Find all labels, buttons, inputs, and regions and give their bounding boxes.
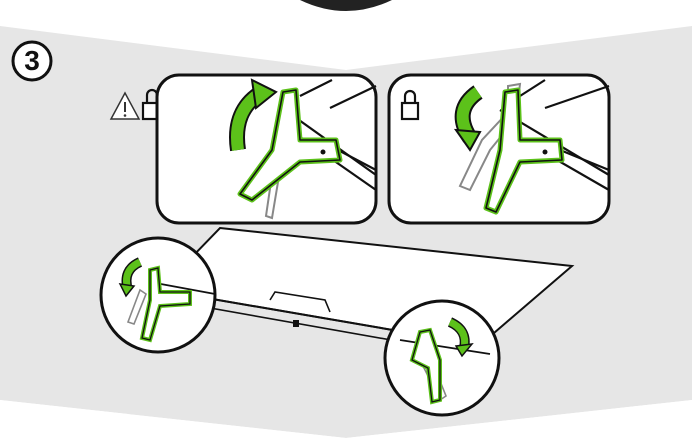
panel-unlock xyxy=(155,73,378,225)
warning-triangle-icon xyxy=(109,91,141,120)
locked-padlock-icon xyxy=(400,89,420,121)
background-band xyxy=(0,0,692,70)
panel-lock xyxy=(387,73,611,225)
step-number-badge xyxy=(11,40,53,82)
zoom-circle-right-stand xyxy=(383,299,501,417)
zoom-circle-left-stand xyxy=(99,236,217,354)
step-number: 3 xyxy=(24,45,40,76)
